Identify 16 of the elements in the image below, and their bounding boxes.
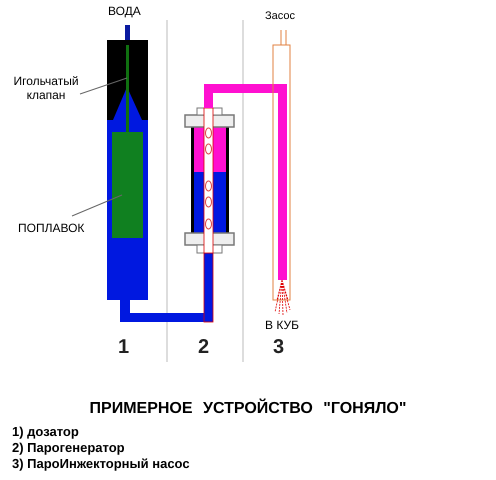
diagram-title: ПРИМЕРНОЕ УСТРОЙСТВО "ГОНЯЛО" (88, 400, 408, 418)
part-label: Игольчатый клапан (8, 74, 84, 102)
flow-label: В КУБ (265, 318, 299, 332)
leader-line (80, 78, 128, 94)
flow-label: Засос (265, 10, 296, 22)
float (112, 132, 143, 238)
list-item: 3) ПароИнжекторный насос (12, 456, 190, 471)
leader-line (72, 194, 122, 216)
part-label: ПОПЛАВОК (18, 221, 84, 235)
flow-label: ВОДА (108, 4, 141, 18)
needle-valve (126, 45, 129, 133)
list-item: 1) дозатор (12, 424, 79, 439)
section-number: 3 (273, 336, 284, 359)
section-number: 2 (198, 336, 210, 359)
list-item: 2) Парогенератор (12, 440, 125, 455)
section-number: 1 (118, 336, 130, 359)
